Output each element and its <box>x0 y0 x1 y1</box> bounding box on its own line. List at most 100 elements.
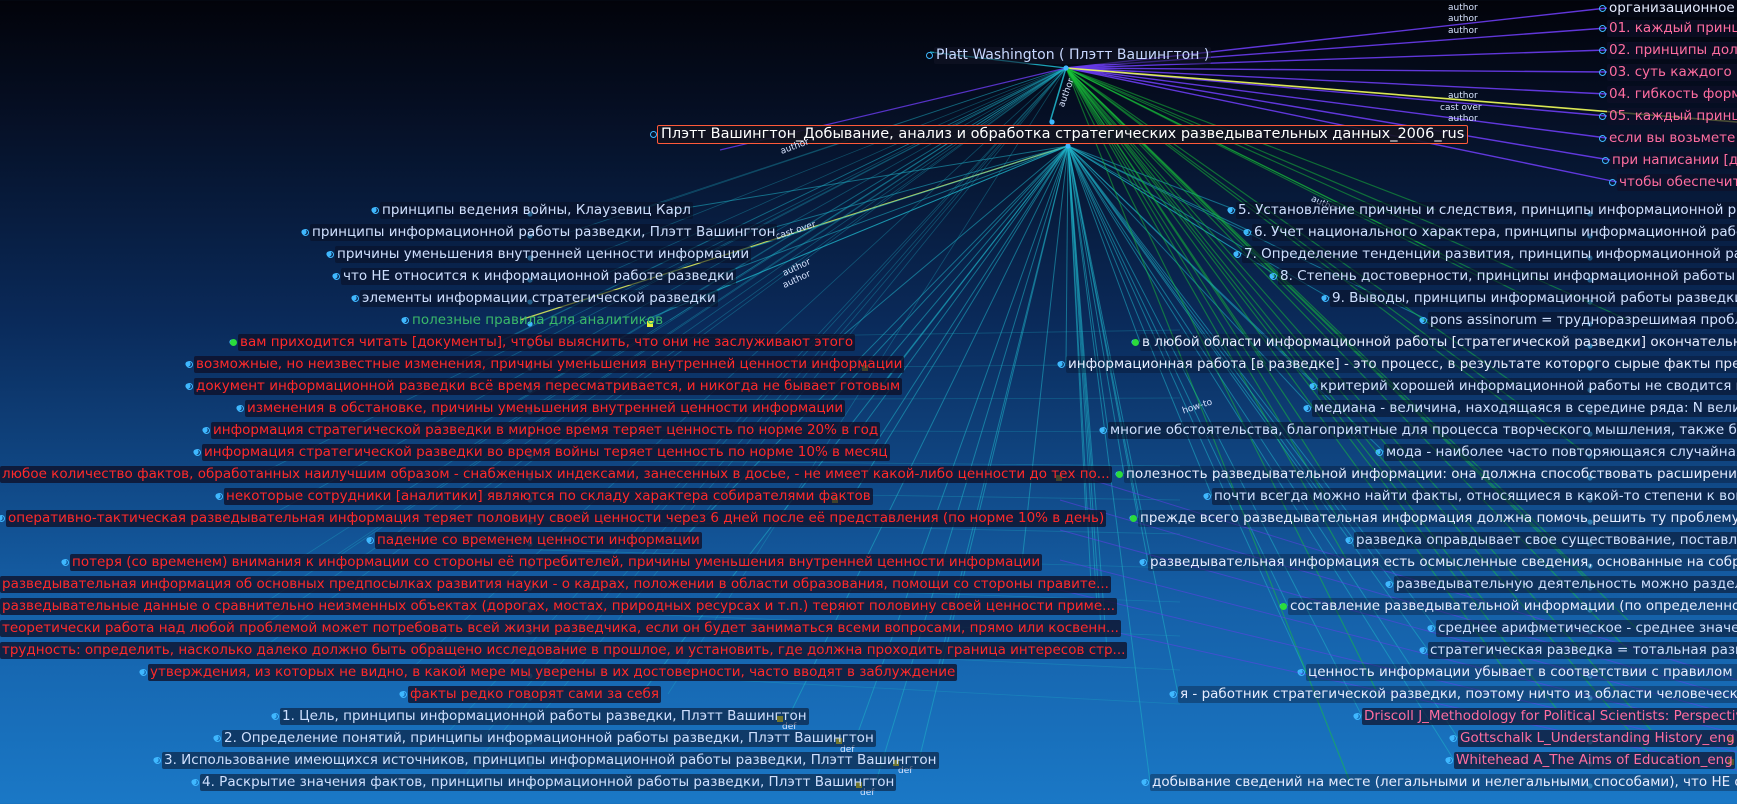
edge-link <box>1067 145 1141 343</box>
node-port <box>527 321 533 327</box>
node-center-document[interactable]: Плэтт Вашингтон_Добывание, анализ и обра… <box>649 125 1469 144</box>
node-right-13[interactable]: почти всегда можно найти факты, относящи… <box>1203 488 1737 505</box>
node-right-15[interactable]: разведка оправдывает свое существование,… <box>1345 532 1737 549</box>
edge-link <box>1065 67 1489 607</box>
node-port <box>1587 563 1593 569</box>
node-right-1[interactable]: 6. Учет национального характера, принцип… <box>1244 224 1737 241</box>
node-left-6[interactable]: вам приходится читать [документы], чтобы… <box>229 334 856 351</box>
node-right-17[interactable]: разведывательную деятельность можно разд… <box>1386 576 1737 593</box>
edge-link <box>1059 589 1737 753</box>
node-left-12[interactable]: любое количество фактов, обработанных на… <box>0 466 1112 483</box>
node-right-3[interactable]: 8. Степень достоверности, принципы инфор… <box>1269 268 1737 285</box>
node-left-2[interactable]: причины уменьшения внутренней ценности и… <box>326 246 752 263</box>
edge-author <box>1065 49 1608 69</box>
edge-link <box>1067 145 1125 475</box>
node-left-1[interactable]: принципы информационной работы разведки,… <box>301 224 778 241</box>
hub-port <box>1063 65 1069 71</box>
node-right-26[interactable]: добывание сведений на месте (легальными … <box>1142 774 1737 791</box>
node-right-24[interactable]: Gottschalk L_Understanding History_eng <box>1450 730 1737 747</box>
node-right-top-7[interactable]: при написании [док <box>1602 152 1737 169</box>
node-left-25[interactable]: 3. Использование имеющихся источников, п… <box>154 752 939 769</box>
node-right-top-2[interactable]: 02. принципы долж <box>1599 42 1737 59</box>
edge-link <box>1067 145 1355 541</box>
node-left-11[interactable]: информация стратегической разведки во вр… <box>194 444 890 461</box>
node-right-16[interactable]: разведывательная информация есть осмысле… <box>1140 554 1737 571</box>
node-right-22[interactable]: я - работник стратегической разведки, по… <box>1170 686 1737 703</box>
node-right-23[interactable]: Driscoll J_Methodology for Political Sci… <box>1354 708 1737 725</box>
node-right-top-5[interactable]: 05. каждый принци <box>1598 108 1737 125</box>
node-left-0[interactable]: принципы ведения войны, Клаузевиц Карл <box>372 202 693 219</box>
edge-link <box>756 145 1069 233</box>
edge-link <box>730 145 1069 255</box>
edge-link <box>672 145 1069 211</box>
node-right-top-1[interactable]: 01. каждый принцип <box>1598 20 1737 37</box>
edge-link <box>1067 145 1395 585</box>
node-left-14[interactable]: оперативно-тактическая разведывательная … <box>0 510 1107 527</box>
node-right-25[interactable]: Whitehead A_The Aims of Education_eng <box>1446 752 1735 769</box>
node-left-16[interactable]: потеря (со временем) внимания к информац… <box>61 554 1043 571</box>
edge-link <box>1065 67 1629 651</box>
node-right-11[interactable]: мода - наиболее часто повторяющаяся случ… <box>1375 444 1737 461</box>
node-right-top-0[interactable]: организационное п <box>1599 0 1737 17</box>
edge-label-author: author <box>1448 14 1478 24</box>
edge-link <box>1067 145 1151 783</box>
edge-author <box>1065 67 1608 139</box>
edge-link <box>855 145 1069 739</box>
edge-link <box>1067 145 1459 739</box>
edge-label-def: def <box>898 766 913 776</box>
edge-link <box>715 145 1069 277</box>
node-left-13[interactable]: некоторые сотрудники [аналитики] являютс… <box>216 488 873 505</box>
node-right-top-4[interactable]: 04. гибкость форму <box>1598 86 1737 103</box>
node-right-4[interactable]: 9. Выводы, принципы информационной работ… <box>1322 290 1737 307</box>
node-left-5[interactable]: полезные правила для аналитиков <box>401 312 664 328</box>
node-left-4[interactable]: элементы информации стратегической разве… <box>352 290 718 307</box>
node-right-top-3[interactable]: 03. суть каждого пр <box>1599 64 1737 81</box>
node-right-19[interactable]: среднее арифметическое - среднее значени <box>1427 620 1737 637</box>
node-left-8[interactable]: документ информационной разведки всё вре… <box>185 378 903 395</box>
node-right-8[interactable]: критерий хорошей информационной работы н… <box>1309 378 1737 395</box>
node-right-20[interactable]: стратегическая разведка = тотальная разв… <box>1420 642 1737 659</box>
marker-square <box>647 321 653 327</box>
edge-link <box>600 67 1067 277</box>
node-author[interactable]: Platt Washington ( Плэтт Вашингтон ) <box>925 47 1212 64</box>
node-left-15[interactable]: падение со временем ценности информации <box>367 532 702 549</box>
node-right-10[interactable]: многие обстоятельства, благоприятные для… <box>1100 422 1737 439</box>
node-right-5[interactable]: pons assinorum = труднорaзрешимая пробле <box>1419 312 1737 329</box>
node-left-3[interactable]: что НЕ относится к информационной работе… <box>333 268 736 285</box>
edge-link <box>1021 145 1069 563</box>
edge-link <box>852 145 1069 497</box>
edge-link <box>1067 145 1179 695</box>
node-right-21[interactable]: ценность информации убывает в соответств… <box>1297 664 1737 681</box>
node-left-21[interactable]: утверждения, из которых не видно, в како… <box>139 664 958 681</box>
node-left-18[interactable]: разведывательные данные о сравнительно н… <box>0 598 1118 615</box>
edge-link <box>1059 499 1737 699</box>
edge-link <box>1067 145 1108 651</box>
node-left-7[interactable]: возможные, но неизвестные изменения, при… <box>185 356 905 373</box>
node-right-18[interactable]: составление разведывательной информации … <box>1279 598 1737 615</box>
node-left-19[interactable]: теоретически работа над любой проблемой … <box>0 620 1121 637</box>
edge-link <box>1065 67 1379 695</box>
node-right-9[interactable]: медиана - величина, находящаяся в середи… <box>1303 400 1737 417</box>
edge-author <box>1049 67 1067 123</box>
edge-link <box>1065 145 1069 365</box>
node-right-2[interactable]: 7. Определение тенденции развития, принц… <box>1234 246 1737 263</box>
node-left-20[interactable]: трудность: определить, насколько далеко … <box>0 642 1128 659</box>
node-left-17[interactable]: разведывательная информация об основных … <box>0 576 1111 593</box>
node-port <box>1587 365 1593 371</box>
node-right-top-8[interactable]: чтобы обеспечить <box>1608 174 1737 191</box>
node-left-10[interactable]: информация стратегической разведки в мир… <box>202 422 881 439</box>
node-right-7[interactable]: информационная работа [в разведке] - это… <box>1058 356 1737 373</box>
edge-link <box>1067 145 1455 761</box>
node-left-23[interactable]: 1. Цель, принципы информационной работы … <box>272 708 809 725</box>
node-left-24[interactable]: 2. Определение понятий, принципы информа… <box>214 730 876 747</box>
node-left-9[interactable]: изменения в обстановке, причины уменьшен… <box>236 400 846 417</box>
node-left-26[interactable]: 4. Раскрытие значения фактов, принципы и… <box>191 774 897 791</box>
node-right-14[interactable]: прежде всего разведывательная информация… <box>1130 510 1737 527</box>
node-right-12[interactable]: полезность разведывательной информации: … <box>1116 466 1737 483</box>
edge-link <box>1067 145 1307 673</box>
node-left-22[interactable]: факты редко говорят сами за себя <box>400 686 661 703</box>
node-right-0[interactable]: 5. Установление причины и следствия, при… <box>1228 202 1737 219</box>
edge-link <box>669 67 1067 321</box>
node-right-top-6[interactable]: если вы возьмете д <box>1599 130 1737 147</box>
node-right-6[interactable]: в любой области информационной работы [с… <box>1131 334 1737 351</box>
